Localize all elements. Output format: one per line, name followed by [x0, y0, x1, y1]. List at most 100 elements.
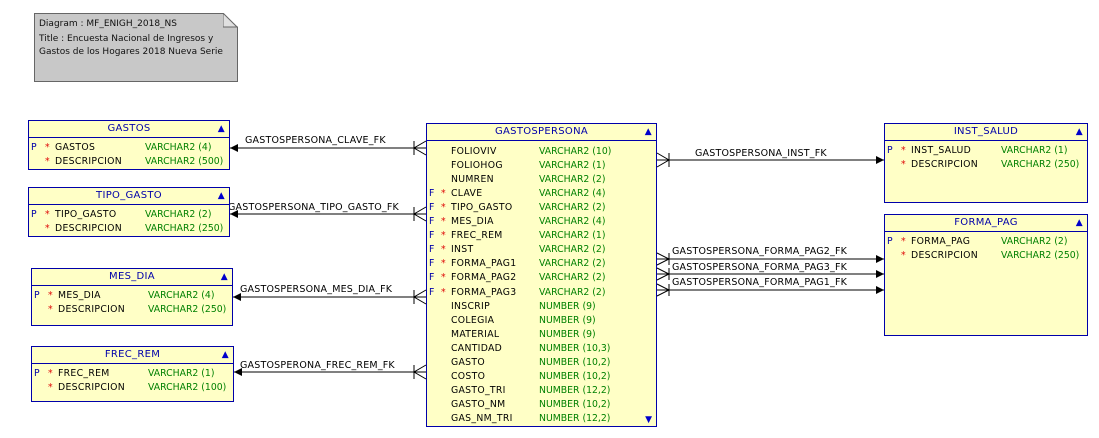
column-name: COSTO: [451, 370, 486, 382]
collapse-triangle-icon[interactable]: ▲: [220, 272, 228, 282]
rel-label-forma-pag3[interactable]: GASTOSPERSONA_FORMA_PAG3_FK: [672, 262, 848, 273]
rel-label-mes-dia[interactable]: GASTOSPERSONA_MES_DIA_FK: [240, 284, 393, 295]
column-type: VARCHAR2 (2): [539, 272, 606, 284]
column-type: VARCHAR2 (2): [145, 209, 212, 220]
column-name: INST: [451, 244, 474, 256]
collapse-triangle-icon[interactable]: ▲: [1075, 218, 1083, 228]
arrowheads: [230, 144, 884, 376]
collapse-triangle-icon[interactable]: ▲: [217, 124, 225, 134]
diagram-note: Diagram : MF_ENIGH_2018_NS Title : Encue…: [34, 13, 238, 82]
column-name: MES_DIA: [58, 290, 101, 301]
table-header[interactable]: GASTOS▲: [29, 121, 229, 138]
column-key-flag: F: [429, 202, 435, 214]
table-header[interactable]: FREC_REM ▲: [32, 347, 233, 364]
column-row[interactable]: GAS_NM_TRI NUMBER (12,2): [427, 412, 656, 426]
note-diagram-line: Diagram : MF_ENIGH_2018_NS: [39, 19, 178, 29]
column-row[interactable]: COSTO NUMBER (10,2): [427, 370, 656, 384]
collapse-triangle-icon[interactable]: ▲: [1075, 127, 1083, 137]
rel-label-inst[interactable]: GASTOSPERSONA_INST_FK: [695, 148, 827, 159]
column-required-mark: *: [45, 142, 50, 153]
column-name: GASTO: [451, 356, 485, 368]
column-required-mark: *: [441, 230, 446, 242]
scroll-down-triangle-icon[interactable]: ▼: [645, 415, 652, 425]
column-type: NUMBER (12,2): [539, 412, 611, 424]
column-name: FOLIOHOG: [451, 160, 503, 172]
column-name: DESCRIPCION: [55, 156, 123, 167]
column-type: VARCHAR2 (2): [539, 286, 606, 298]
column-key-flag: F: [429, 258, 435, 270]
column-required-mark: *: [441, 188, 446, 200]
table-header[interactable]: MES_DIA▲: [32, 269, 232, 286]
rel-label-clave[interactable]: GASTOSPERSONA_CLAVE_FK: [245, 135, 386, 146]
column-name: CANTIDAD: [451, 342, 503, 354]
column-key-flag: F: [429, 216, 435, 228]
column-type: VARCHAR2 (10): [539, 146, 612, 157]
table-header[interactable]: INST_SALUD▲: [885, 124, 1087, 141]
column-type: NUMBER (10,2): [539, 370, 611, 382]
note-title-line-1: Title : Encuesta Nacional de Ingresos y: [39, 34, 214, 44]
column-name: TIPO_GASTO: [451, 202, 513, 214]
column-type: VARCHAR2 (250): [1001, 250, 1080, 261]
rel-label-forma-pag1[interactable]: GASTOSPERSONA_FORMA_PAG1_FK: [672, 277, 848, 288]
table-header[interactable]: TIPO_GASTO ▲: [29, 188, 229, 205]
column-name: GAS_NM_TRI: [451, 412, 513, 424]
column-type: VARCHAR2 (500): [145, 156, 224, 167]
collapse-triangle-icon[interactable]: ▲: [644, 127, 652, 137]
rel-label-forma-pag2[interactable]: GASTOSPERSONA_FORMA_PAG2_FK: [672, 246, 848, 257]
column-type: VARCHAR2 (100): [148, 382, 227, 393]
column-name: DESCRIPCION: [58, 304, 126, 315]
table-title: TIPO_GASTO: [96, 190, 162, 201]
collapse-triangle-icon[interactable]: ▲: [221, 350, 229, 360]
table-header[interactable]: GASTOSPERSONA▲: [427, 124, 656, 141]
column-name: DESCRIPCION: [58, 382, 126, 393]
column-type: VARCHAR2 (250): [145, 223, 224, 234]
rel-label-frec-rem[interactable]: GASTOSPERONA_FREC_REM_FK: [240, 360, 395, 371]
column-type: VARCHAR2 (2): [1001, 236, 1068, 247]
table-header[interactable]: FORMA_PAG▲: [885, 215, 1087, 232]
column-key-flag: P: [887, 145, 893, 156]
rel-label-tipo-gasto[interactable]: GASTOSPERSONA_TIPO_GASTO_FK: [228, 202, 399, 213]
table-title: FREC_REM: [104, 349, 161, 360]
column-name: DESCRIPCION: [911, 159, 979, 170]
column-name: CLAVE: [451, 188, 483, 200]
collapse-triangle-icon[interactable]: ▲: [217, 191, 225, 201]
